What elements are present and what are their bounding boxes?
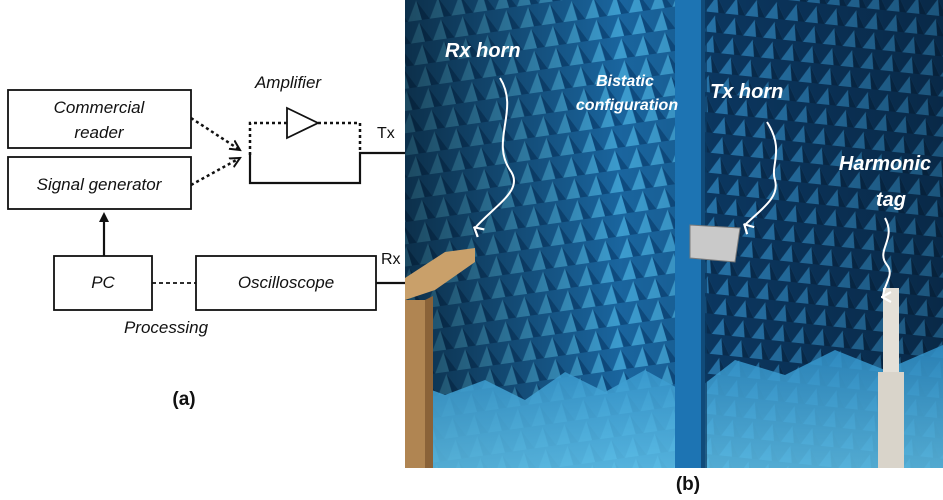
rx-horn-label: Rx horn bbox=[445, 40, 521, 62]
floor-absorbers bbox=[405, 345, 943, 468]
harmonic-label-1: Harmonic bbox=[839, 153, 931, 175]
tx-horn bbox=[689, 224, 741, 263]
tx-port-label: Tx bbox=[377, 125, 395, 142]
amplifier-label: Amplifier bbox=[254, 73, 322, 92]
rx-horn-mount bbox=[405, 248, 475, 468]
reader-to-amp-arrow bbox=[190, 116, 240, 150]
amplifier-dotted-path-out bbox=[318, 121, 362, 153]
commercial-reader-label-1: Commercial bbox=[54, 98, 146, 117]
bistatic-label-2: configuration bbox=[576, 97, 678, 114]
oscilloscope-box bbox=[195, 255, 377, 311]
rx-horn-arrow bbox=[475, 77, 516, 228]
anechoic-chamber-photo: Rx horn Bistatic configuration Tx horn H… bbox=[405, 0, 943, 468]
harmonic-label-2: tag bbox=[876, 189, 906, 211]
panel-a-label: (a) bbox=[172, 389, 195, 410]
tx-horn-arrow bbox=[745, 121, 778, 225]
block-diagram: Commercial reader Signal generator Ampli… bbox=[7, 73, 405, 410]
signal-generator-label: Signal generator bbox=[37, 175, 163, 194]
harmonic-tag-arrow bbox=[883, 217, 890, 297]
pc-box bbox=[53, 255, 153, 311]
commercial-reader-box bbox=[7, 89, 192, 149]
pc-label: PC bbox=[91, 273, 115, 292]
processing-label: Processing bbox=[124, 318, 209, 337]
harmonic-tag-support bbox=[878, 288, 904, 468]
rx-port-label: Rx bbox=[381, 251, 401, 268]
bypass-path bbox=[248, 151, 405, 185]
generator-to-amp-arrow bbox=[190, 156, 240, 187]
amplifier-symbol bbox=[286, 106, 321, 140]
panel-b-caption: (b) bbox=[676, 474, 700, 495]
signal-generator-box bbox=[7, 156, 192, 210]
panel-b-label: (b) bbox=[676, 474, 700, 495]
bistatic-label-1: Bistatic bbox=[596, 73, 654, 90]
amplifier-dotted-path bbox=[248, 121, 287, 155]
commercial-reader-label-2: reader bbox=[74, 123, 124, 142]
oscilloscope-label: Oscilloscope bbox=[238, 273, 334, 292]
tx-horn-label: Tx horn bbox=[710, 81, 783, 103]
